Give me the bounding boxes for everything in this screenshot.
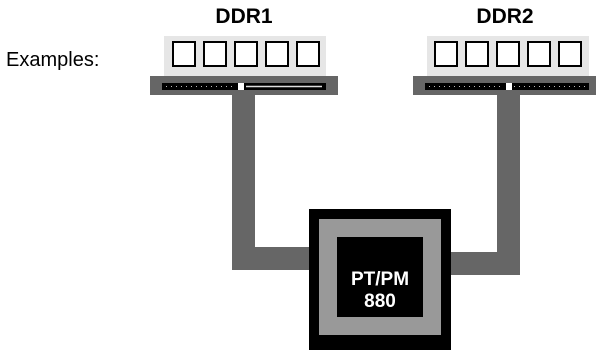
ddr1-slot-key	[238, 83, 244, 90]
ddr1-trace-horizontal	[232, 247, 312, 270]
ddr1-module: DDR1	[150, 5, 338, 95]
ddr2-module: DDR2	[413, 5, 596, 95]
chip-label-line2: 880	[364, 291, 396, 312]
pt-pm-880-chip: PT/PM 880	[309, 209, 451, 350]
ddr1-trace-vertical	[232, 95, 255, 270]
ddr1-label: DDR1	[215, 5, 272, 28]
ddr1-memory-chip	[234, 41, 258, 67]
ddr2-chips	[434, 41, 582, 67]
ddr2-slot-key	[506, 83, 512, 90]
ddr2-memory-chip	[527, 41, 551, 67]
ddr2-memory-chip	[558, 41, 582, 67]
ddr1-memory-chip	[296, 41, 320, 67]
ddr1-memory-chip	[203, 41, 227, 67]
ddr1-chips	[172, 41, 320, 67]
ddr2-memory-chip	[496, 41, 520, 67]
memory-traces	[232, 95, 520, 275]
ddr2-label: DDR2	[476, 5, 533, 28]
ddr2-memory-chip	[434, 41, 458, 67]
ddr1-memory-chip	[265, 41, 289, 67]
ddr1-memory-chip	[172, 41, 196, 67]
ddr2-trace-horizontal	[450, 252, 520, 275]
examples-label: Examples:	[6, 49, 99, 71]
chip-label-line1: PT/PM	[351, 269, 409, 290]
chip-core	[337, 237, 423, 317]
ddr2-trace-vertical	[497, 95, 520, 275]
ddr2-memory-chip	[465, 41, 489, 67]
